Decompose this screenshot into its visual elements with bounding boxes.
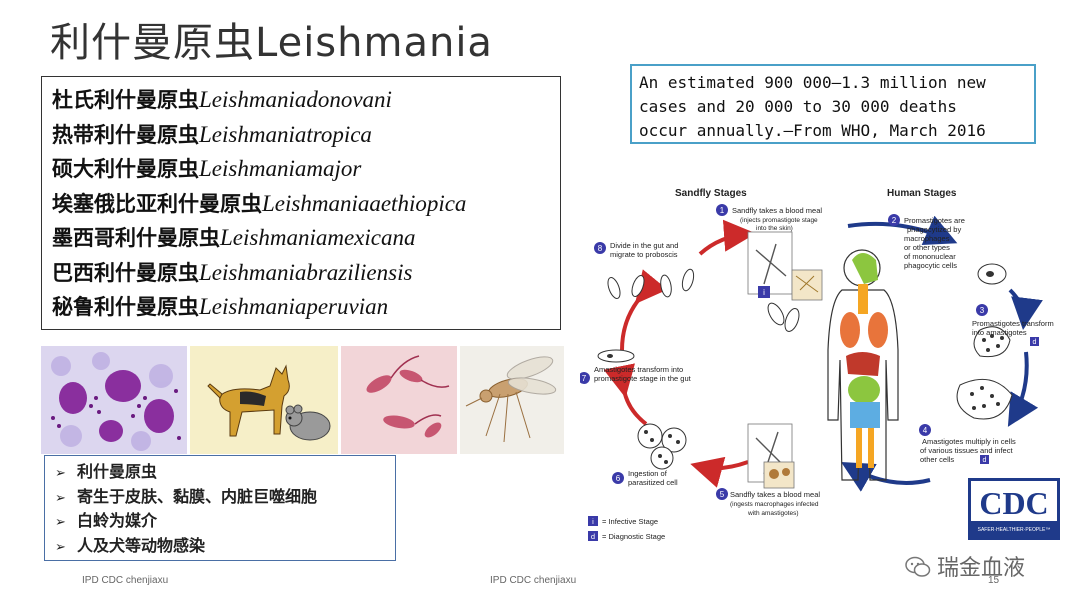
- species-list-box: 杜氏利什曼原虫Leishmaniadonovani 热带利什曼原虫Leishma…: [41, 76, 561, 330]
- lifecycle-legend: i = Infective Stage d = Diagnostic Stage: [588, 516, 665, 541]
- lifecycle-step-1: 1 Sandfly takes a blood meal (injects pr…: [716, 204, 822, 232]
- svg-text:d: d: [983, 457, 987, 464]
- species-item: 墨西哥利什曼原虫Leishmaniamexicana: [52, 225, 416, 250]
- arrow-bullet-icon: ➢: [55, 515, 66, 530]
- species-item: 巴西利什曼原虫Leishmaniabraziliensis: [52, 259, 413, 285]
- species-item: 杜氏利什曼原虫Leishmaniadonovani: [52, 87, 392, 112]
- sandfly-arrow: [690, 456, 749, 488]
- svg-text:Divide in the gut and: Divide in the gut and: [610, 241, 678, 250]
- arrow-bullet-icon: ➢: [55, 490, 66, 506]
- lifecycle-step-5: 5 Sandfly takes a blood meal (ingests ma…: [716, 488, 820, 517]
- species-item: 埃塞俄比亚利什曼原虫Leishmaniaaethiopica: [52, 190, 467, 216]
- human-figure-illustration: [827, 249, 899, 481]
- human-arrow: [1007, 351, 1039, 427]
- stained-cells-photo: [41, 346, 187, 454]
- footer-author-left: IPD CDC chenjiaxu: [82, 575, 169, 586]
- svg-text:with amastigotes): with amastigotes): [747, 510, 799, 517]
- svg-text:into amastigotes: into amastigotes: [972, 328, 1027, 337]
- svg-text:phagocytized by: phagocytized by: [907, 225, 961, 234]
- svg-text:(injects promastigote stage: (injects promastigote stage: [740, 217, 818, 224]
- lifecycle-step-8: 8 Divide in the gut and migrate to probo…: [594, 241, 678, 259]
- svg-text:d: d: [1033, 339, 1037, 346]
- svg-text:Sandfly takes a blood meal: Sandfly takes a blood meal: [732, 206, 822, 215]
- svg-text:3: 3: [980, 306, 985, 315]
- svg-text:promastigote stage in the gut: promastigote stage in the gut: [594, 374, 692, 383]
- footer-author-center: IPD CDC chenjiaxu: [490, 575, 577, 586]
- sandfly-arrow: [603, 363, 648, 426]
- human-arrow: [1008, 288, 1043, 330]
- bullet-item: ➢利什曼原虫: [55, 460, 395, 485]
- sandfly-photo: [460, 346, 564, 454]
- svg-text:or other types: or other types: [904, 243, 950, 252]
- svg-text:Ingestion of: Ingestion of: [628, 469, 668, 478]
- parasitized-cells-drawing: [637, 423, 687, 470]
- amastigote-in-gut-drawing: [597, 349, 635, 363]
- svg-text:Amastigotes multiply in cells: Amastigotes multiply in cells: [922, 437, 1016, 446]
- svg-text:= Infective Stage: = Infective Stage: [602, 517, 658, 526]
- sandfly-stages-title: Sandfly Stages: [675, 188, 747, 199]
- svg-text:7: 7: [582, 374, 587, 383]
- svg-text:8: 8: [598, 244, 603, 253]
- lifecycle-diagram: Sandfly Stages Human Stages: [580, 188, 1054, 541]
- svg-text:6: 6: [616, 474, 621, 483]
- svg-text:d: d: [591, 532, 595, 541]
- wechat-icon: [905, 556, 931, 584]
- svg-text:Sandfly takes a blood meal: Sandfly takes a blood meal: [730, 490, 820, 499]
- svg-text:migrate to proboscis: migrate to proboscis: [610, 250, 678, 259]
- promastigote-micrograph: [341, 346, 457, 454]
- macrophage-drawing: [956, 263, 1013, 420]
- svg-text:parasitized cell: parasitized cell: [628, 478, 678, 487]
- species-item: 热带利什曼原虫Leishmaniatropica: [52, 121, 372, 147]
- svg-text:phagocytic cells: phagocytic cells: [904, 261, 957, 270]
- svg-text:into the skin): into the skin): [756, 225, 793, 232]
- svg-text:macrophages: macrophages: [904, 234, 950, 243]
- cdc-logo: CDC SAFER·HEALTHIER·PEOPLE™: [968, 478, 1060, 540]
- svg-text:SAFER·HEALTHIER·PEOPLE™: SAFER·HEALTHIER·PEOPLE™: [978, 527, 1051, 533]
- svg-text:5: 5: [720, 490, 725, 499]
- who-statistics-box: An estimated 900 000–1.3 million new cas…: [630, 64, 1036, 144]
- bullet-item: ➢人及犬等动物感染: [55, 534, 395, 559]
- svg-text:Promastigotes transform: Promastigotes transform: [972, 319, 1054, 328]
- page-number: 15: [988, 575, 1000, 586]
- lifecycle-step-3: 3 Promastigotes transform into amastigot…: [972, 304, 1054, 346]
- svg-text:other cells: other cells: [920, 455, 954, 464]
- lifecycle-step-4: 4 Amastigotes multiply in cells of vario…: [919, 424, 1016, 464]
- dog-and-mouse-illustration: [190, 346, 338, 454]
- arrow-bullet-icon: ➢: [55, 466, 66, 481]
- arrow-bullet-icon: ➢: [55, 539, 66, 555]
- infective-stage-marker: i: [758, 286, 770, 298]
- slide-title: 利什曼原虫Leishmania: [50, 20, 493, 66]
- svg-text:of various tissues and infect: of various tissues and infect: [920, 446, 1013, 455]
- human-arrow: [841, 462, 931, 492]
- sandfly-feeding-illustration: [747, 423, 795, 489]
- sandfly-feeding-illustration: [747, 231, 823, 301]
- svg-text:4: 4: [923, 426, 928, 435]
- svg-text:i: i: [592, 517, 594, 526]
- species-item: 硕大利什曼原虫Leishmaniamajor: [52, 156, 362, 181]
- svg-text:= Diagnostic Stage: = Diagnostic Stage: [602, 532, 665, 541]
- sandfly-arrow: [698, 219, 756, 256]
- bullet-item: ➢寄生于皮肤、黏膜、内脏巨噬细胞: [55, 485, 395, 510]
- lifecycle-step-2: 2 Promastigotes are phagocytized by macr…: [888, 214, 965, 270]
- svg-text:(ingests macrophages infected: (ingests macrophages infected: [730, 501, 819, 508]
- svg-text:i: i: [763, 288, 765, 297]
- human-stages-title: Human Stages: [887, 188, 957, 199]
- svg-text:of mononuclear: of mononuclear: [904, 252, 956, 261]
- lifecycle-step-7: 7 Amastigotes transform into promastigot…: [580, 365, 692, 384]
- svg-text:Amastigotes transform into: Amastigotes transform into: [594, 365, 683, 374]
- human-arrow: [847, 215, 958, 245]
- key-points-box: ➢利什曼原虫 ➢寄生于皮肤、黏膜、内脏巨噬细胞 ➢白蛉为媒介 ➢人及犬等动物感染: [44, 455, 396, 561]
- svg-text:1: 1: [720, 206, 725, 215]
- svg-text:2: 2: [892, 216, 897, 225]
- svg-text:CDC: CDC: [979, 485, 1048, 521]
- promastigote-drawing: [607, 268, 800, 332]
- lifecycle-step-6: 6 Ingestion of parasitized cell: [612, 469, 678, 487]
- sandfly-arrow: [620, 269, 668, 351]
- wechat-watermark: 瑞金血液: [905, 550, 1025, 584]
- bullet-item: ➢白蛉为媒介: [55, 509, 395, 534]
- svg-text:Promastigotes are: Promastigotes are: [904, 216, 965, 225]
- species-item: 秘鲁利什曼原虫Leishmaniaperuvian: [52, 294, 389, 319]
